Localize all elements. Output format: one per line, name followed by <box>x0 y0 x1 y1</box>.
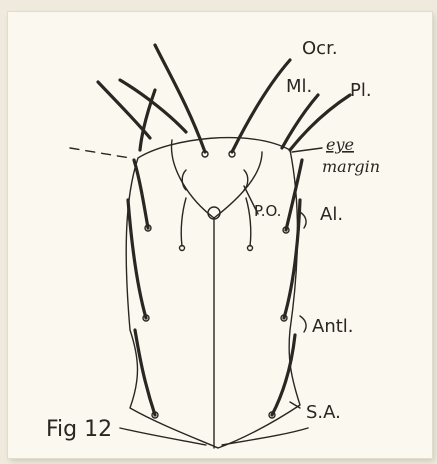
ocellar-bristle-left <box>155 45 205 152</box>
leader-al <box>300 212 306 228</box>
label-al: Al. <box>320 204 343 225</box>
antl-bristle-right <box>284 200 300 318</box>
label-pl: Pl. <box>350 80 372 101</box>
label-eye: eye <box>326 135 354 154</box>
inner-bristle-left <box>181 198 186 246</box>
antl-bristle-left <box>128 200 146 318</box>
leader-antl <box>300 316 306 332</box>
inner-bristle-right <box>246 198 251 246</box>
label-po: P.O. <box>254 202 281 220</box>
clypeal-bristle-right <box>222 428 308 445</box>
label-antl: Antl. <box>312 316 354 337</box>
label-margin: margin <box>322 157 380 176</box>
label-ocr: Ocr. <box>302 38 338 59</box>
leader-eye-margin <box>292 148 322 152</box>
ocellar-bristle-right <box>232 60 290 152</box>
label-sa: S.A. <box>306 402 341 423</box>
figure-label: Fig 12 <box>46 417 112 442</box>
eye-margin-dashed <box>70 148 130 158</box>
clypeal-bristle-left <box>120 428 206 445</box>
label-ml: Ml. <box>286 76 312 97</box>
leader-sa <box>290 402 300 408</box>
al-bristle-left <box>134 160 148 228</box>
